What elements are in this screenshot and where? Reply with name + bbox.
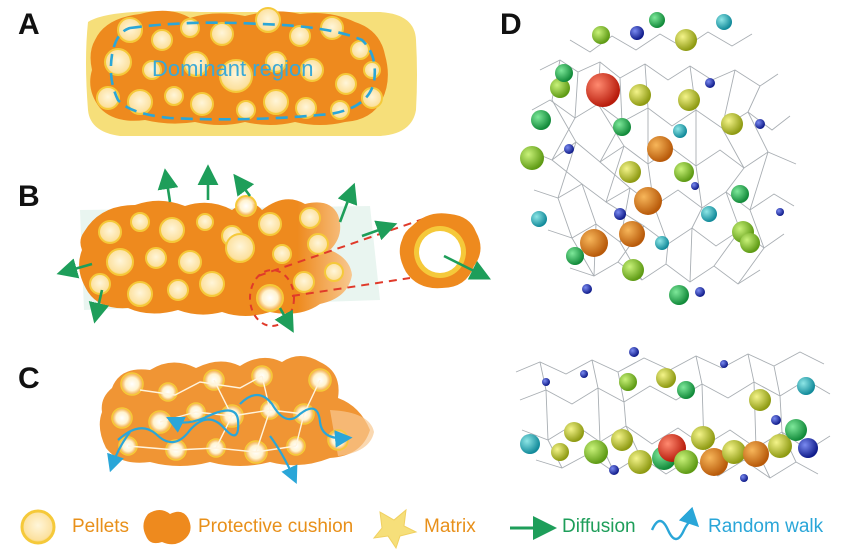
- pellet-escaping-top: [235, 195, 257, 217]
- dominant-region-outline: [109, 21, 377, 121]
- panel-a-diagram: [86, 7, 417, 136]
- legend-label-cushion: Protective cushion: [198, 516, 354, 537]
- pellets-b: [89, 207, 344, 307]
- dominant-region-label: Dominant region: [152, 56, 314, 81]
- zoom-line-top: [257, 215, 433, 277]
- legend-label-diffusion: Diffusion: [562, 516, 636, 537]
- legend-label-random-walk: Random walk: [708, 516, 824, 537]
- panel-letter-c: C: [18, 362, 40, 395]
- panel-b-diagram: [56, 164, 491, 333]
- legend-label-matrix: Matrix: [424, 516, 476, 537]
- zoom-source-ellipse: [249, 269, 295, 327]
- zoomed-pellet: [399, 213, 481, 289]
- pellet-highlighted: [256, 284, 284, 312]
- network-spheres-top: [520, 12, 784, 305]
- random-walk-paths-c: [107, 393, 353, 484]
- panel-d-top-render: [520, 12, 797, 305]
- protective-cushion-icon: [143, 510, 191, 545]
- panel-d-side-render: [515, 347, 831, 482]
- matrix-cracks-c: [127, 375, 321, 453]
- panel-letter-d: D: [500, 8, 522, 41]
- random-walk-icon: [650, 506, 700, 541]
- zoom-line-bottom: [291, 277, 411, 297]
- panel-letter-b: B: [18, 180, 40, 213]
- panel-letter-a: A: [18, 8, 40, 41]
- legend-label-pellets: Pellets: [72, 516, 130, 537]
- legend: Pellets Protective cushion Matrix Diffus…: [0, 504, 865, 550]
- matrix-icon: [372, 508, 418, 550]
- diffusion-arrows-b: [56, 164, 491, 333]
- network-spheres-side: [520, 347, 818, 482]
- pellet-icon: [20, 509, 56, 545]
- legend-symbols: [20, 506, 700, 550]
- panel-c-diagram: [99, 356, 374, 484]
